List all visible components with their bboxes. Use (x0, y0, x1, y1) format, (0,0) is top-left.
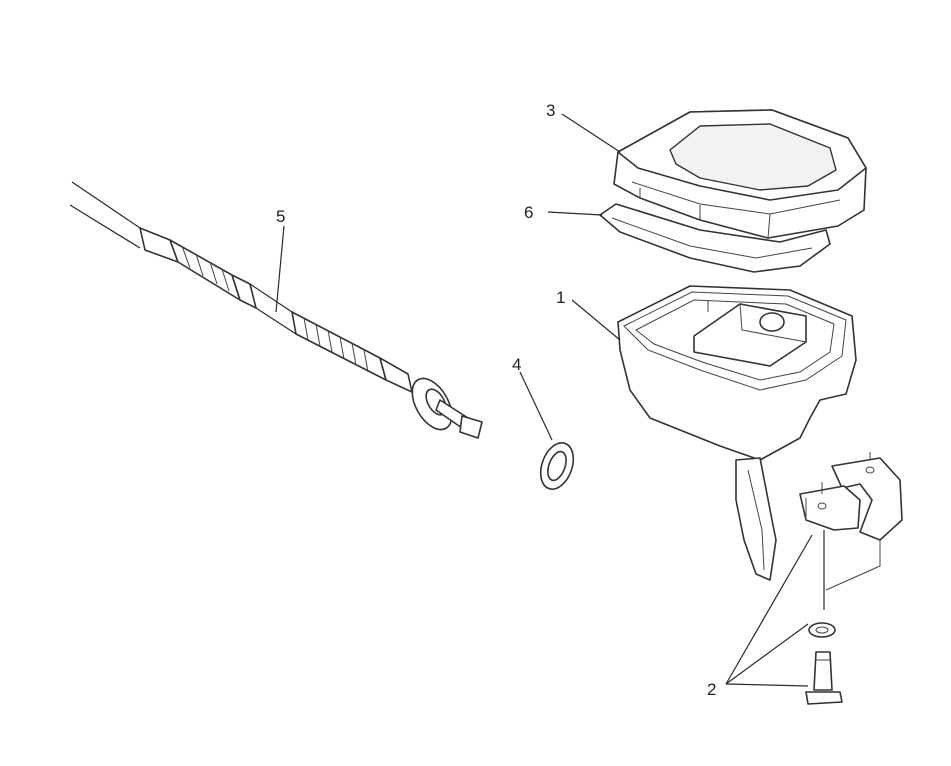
callout-5: 5 (276, 207, 285, 226)
master-cylinder-housing-part (571, 285, 857, 581)
o-ring-part (519, 371, 575, 490)
callout-2: 2 (707, 680, 716, 699)
callout-3: 3 (546, 101, 555, 120)
callout-6: 6 (524, 203, 533, 222)
handlebar-clamp-part (799, 452, 903, 610)
callout-4: 4 (512, 355, 521, 374)
screw-and-washer-part (725, 534, 843, 705)
callout-1: 1 (556, 288, 565, 307)
gasket-part (547, 203, 831, 273)
reservoir-cover-part (561, 109, 867, 239)
throttle-cable-part (69, 181, 483, 439)
